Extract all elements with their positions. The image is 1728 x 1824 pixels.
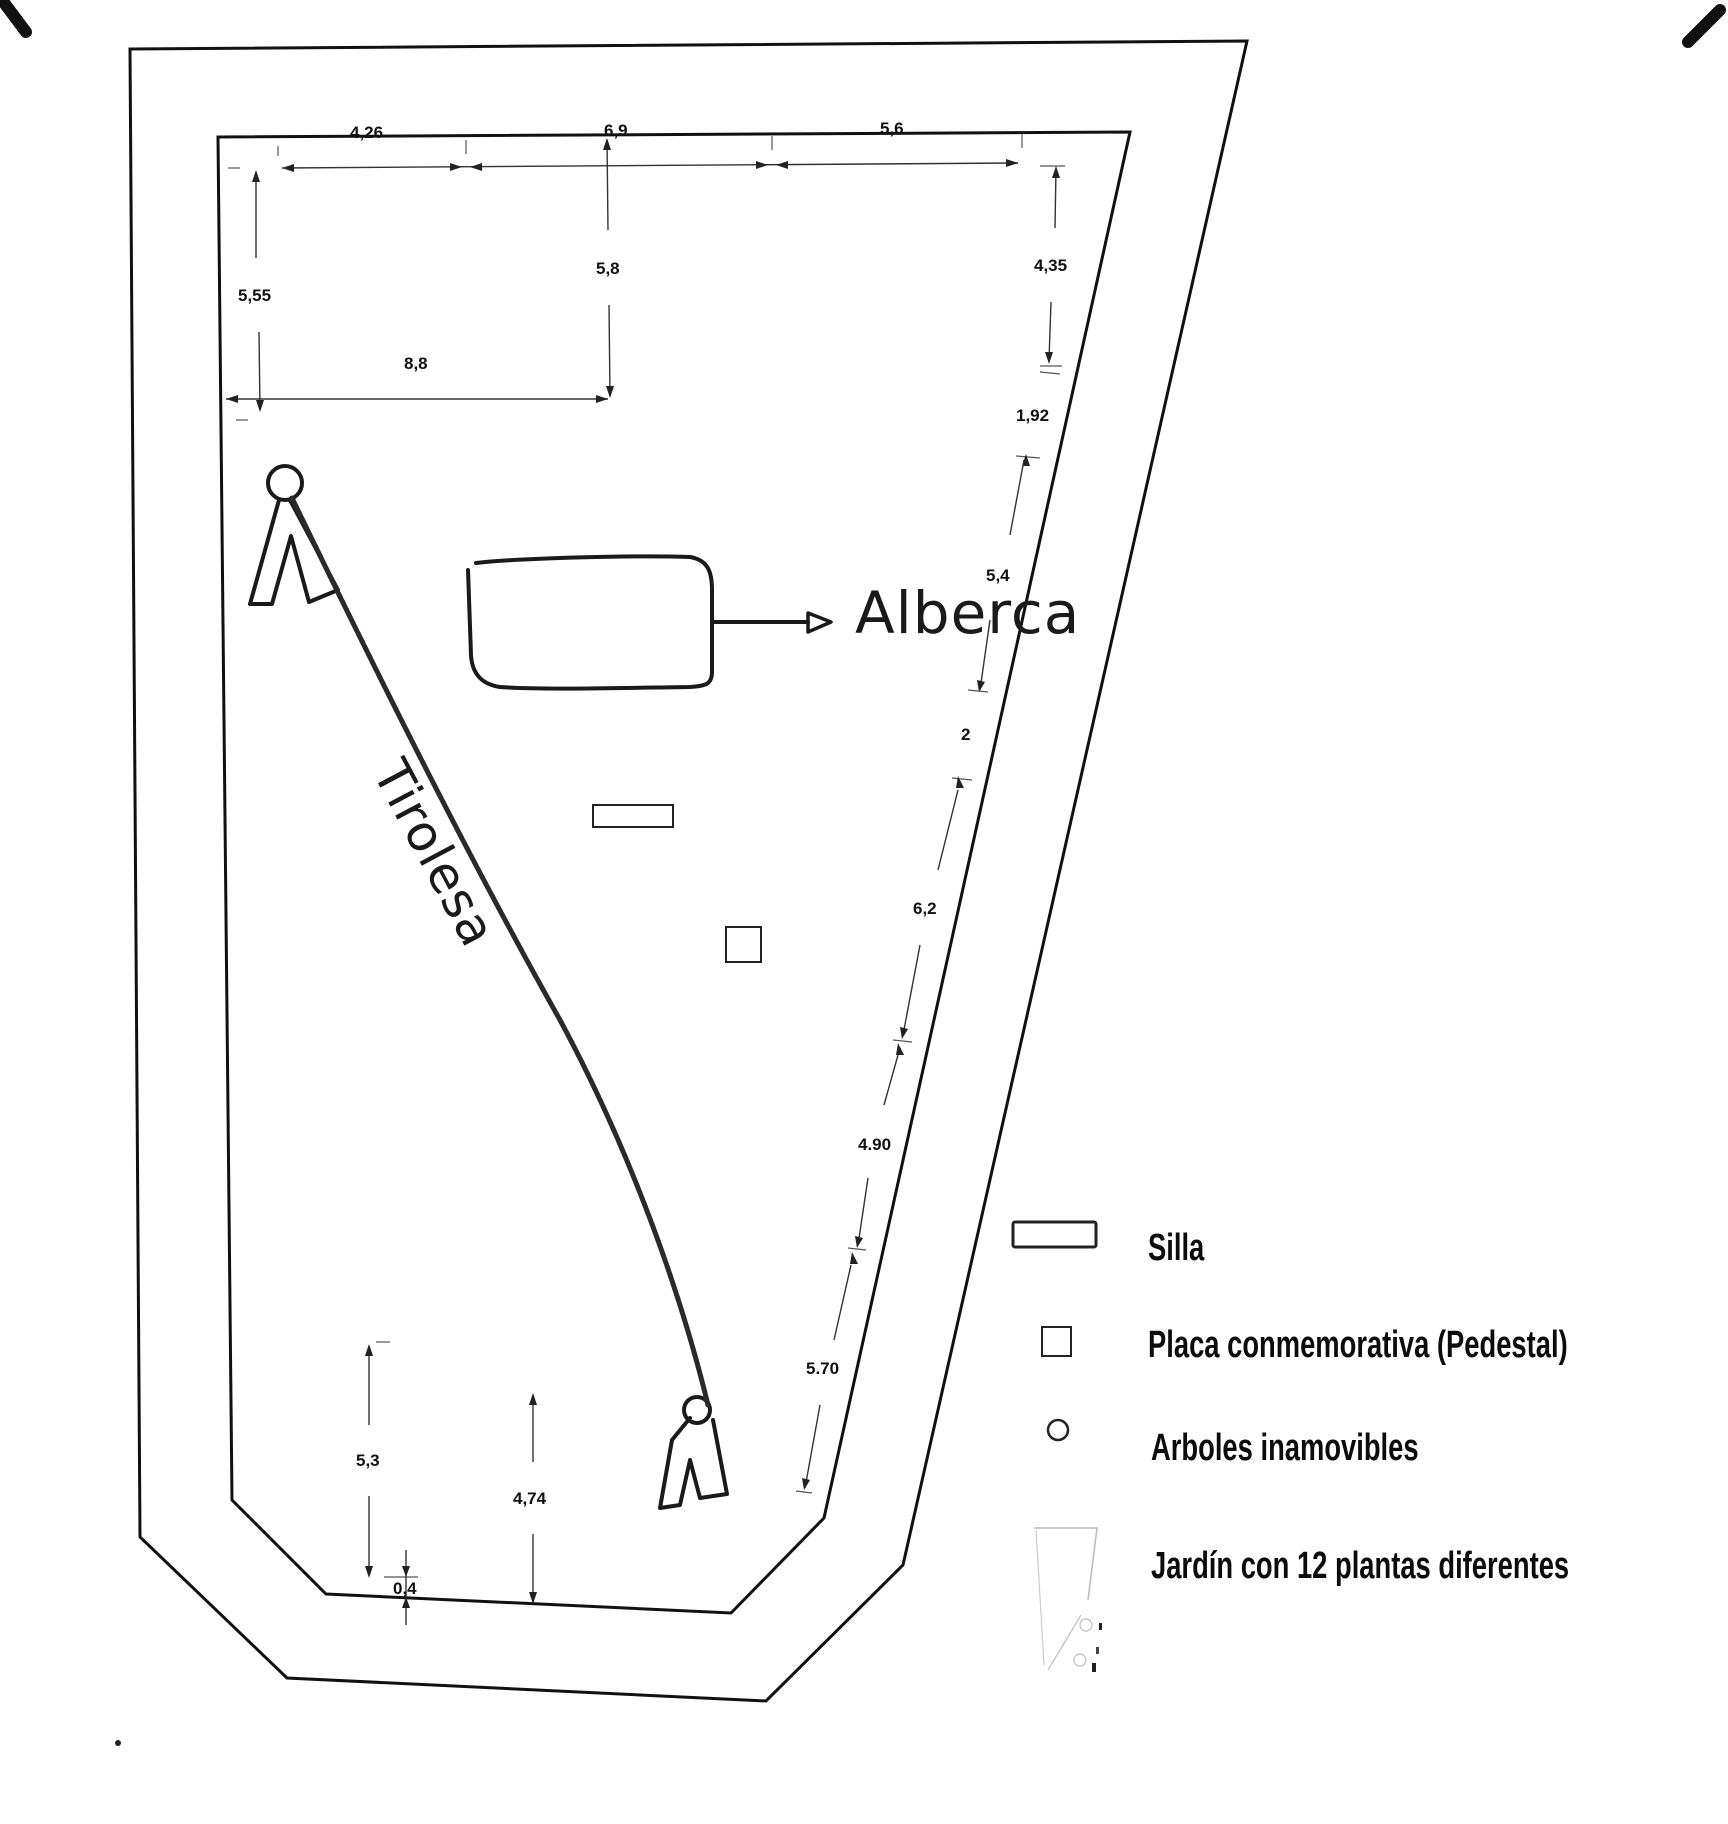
tree-bottom-icon [658,1395,729,1510]
legend-label-garden: Jardín con 12 plantas diferentes [1151,1545,1569,1587]
stray-dot [115,1740,121,1746]
center-height-dimension [603,138,614,398]
pool-outline [466,554,714,691]
dim-top-1: 4,26 [350,123,383,142]
outer-boundary [128,39,1249,1703]
dim-top-3: 5,6 [880,119,904,138]
dim-right-5: 6,2 [913,899,937,918]
legend-garden-icon [1034,1527,1102,1672]
legend-tree-icon [1046,1418,1070,1442]
chair-symbol [592,804,674,828]
tree-top-icon [248,464,340,606]
dim-top-2: 6,9 [604,121,628,140]
legend-label-plaque: Placa conmemorativa (Pedestal) [1148,1324,1568,1366]
zipline-rope [289,495,711,1408]
dim-inner-width: 8,8 [404,354,428,373]
dim-center-height: 5,8 [596,259,620,278]
dim-bottom-3: 0,4 [393,1579,417,1598]
dim-right-1: 4,35 [1034,256,1067,275]
legend-label-tree: Arboles inamovibles [1151,1427,1419,1469]
dim-right-3: 5,4 [986,566,1010,585]
inner-width-dimension [226,395,608,403]
pin-mark-top-right-icon [1682,4,1726,48]
bottom-dimensions [365,1341,537,1625]
right-dimension-chain [795,165,1065,1494]
pool-label: Alberca [855,579,1080,647]
legend-plaque-icon [1041,1326,1072,1357]
inner-boundary [216,130,1132,1615]
pool-arrow-icon [710,611,833,634]
legend: Silla Placa conmemorativa (Pedestal) Arb… [1011,1220,1569,1672]
dim-right-4: 2 [961,725,970,744]
dim-left-height: 5,55 [238,286,271,305]
top-dimension-chain [277,134,1023,172]
legend-label-chair: Silla [1148,1227,1205,1269]
dim-bottom-1: 5,3 [356,1451,380,1470]
pin-mark-top-left-icon [0,0,32,38]
dim-bottom-2: 4,74 [513,1489,547,1508]
dim-right-7: 5.70 [806,1359,839,1378]
plaque-symbol [725,926,762,963]
left-height-dimension [228,167,264,421]
dim-right-2: 1,92 [1016,406,1049,425]
legend-chair-icon [1011,1220,1098,1249]
dim-right-6: 4.90 [858,1135,891,1154]
